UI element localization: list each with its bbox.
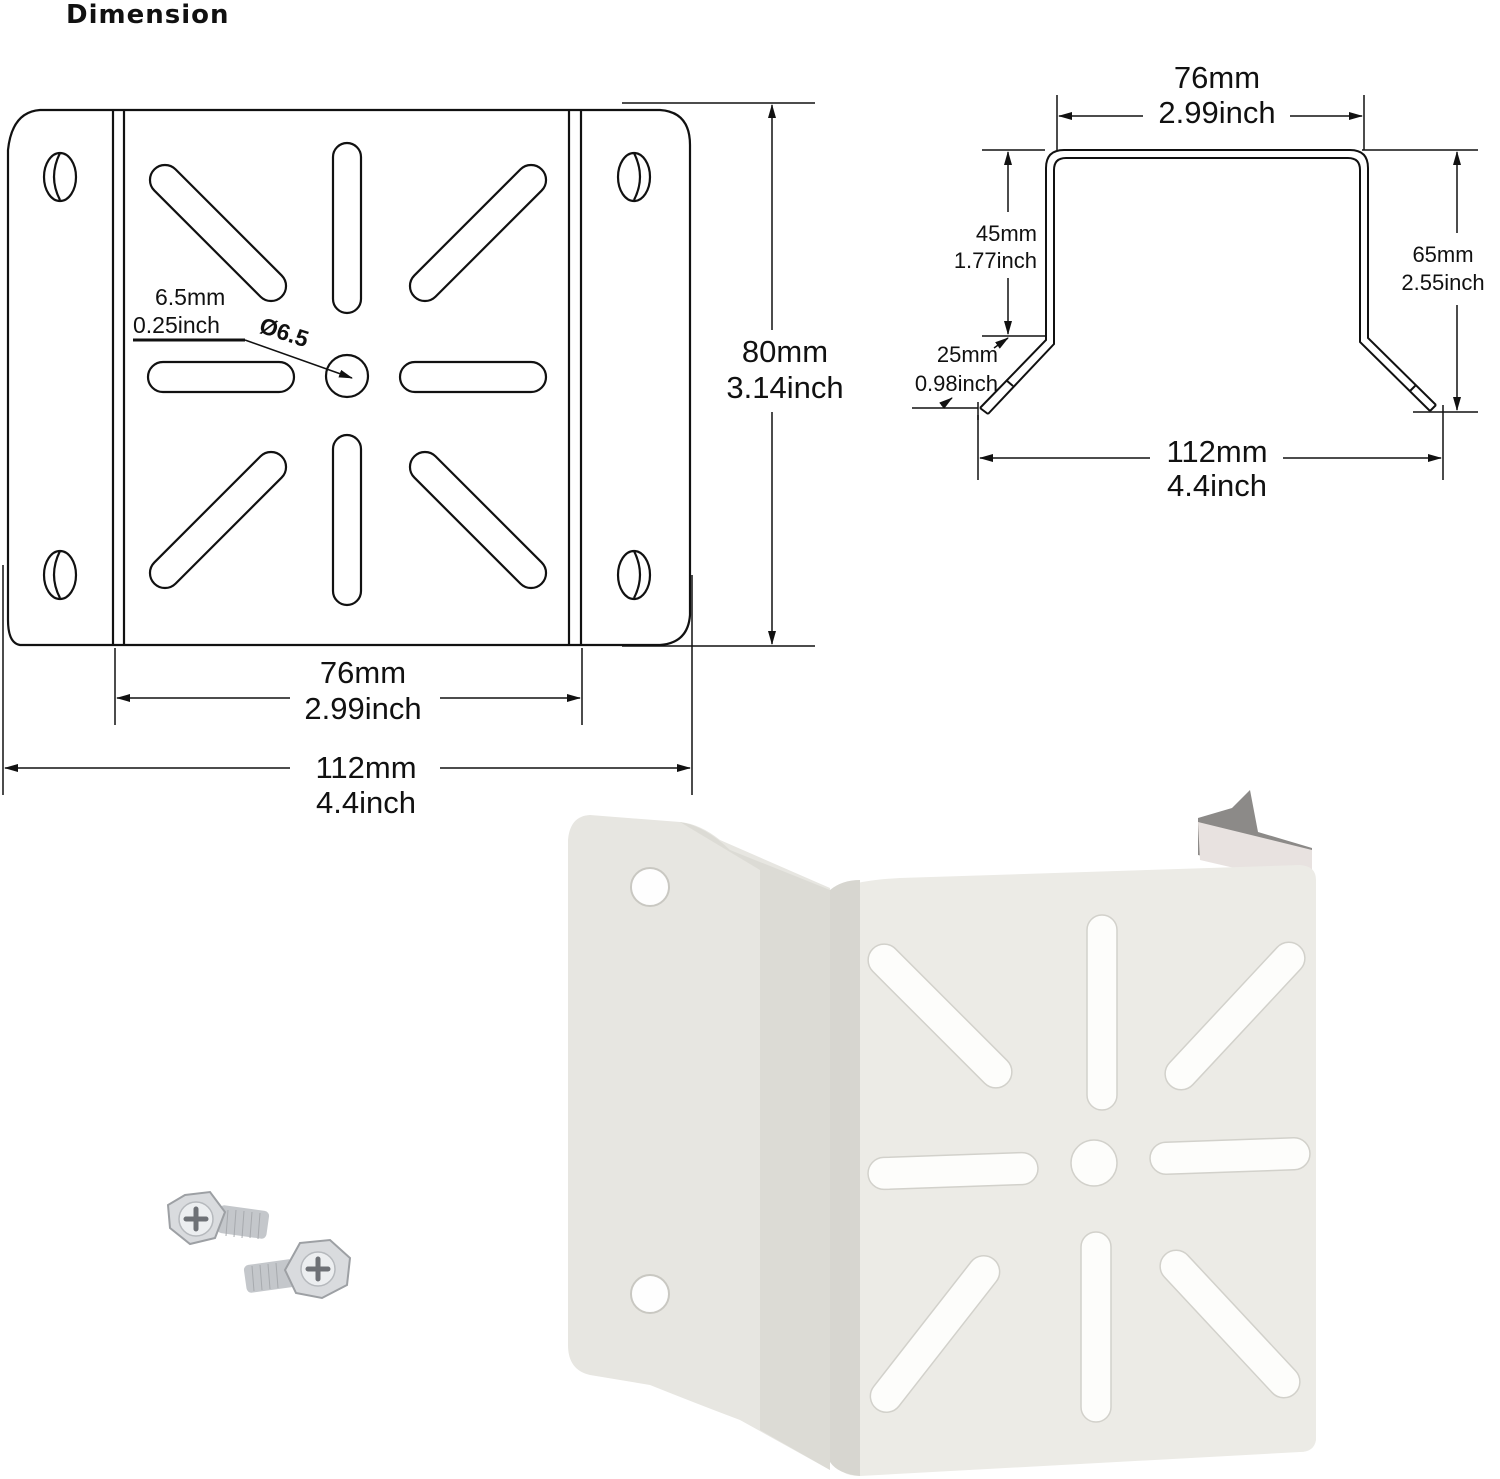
svg-text:Ø6.5: Ø6.5	[256, 312, 312, 352]
side-top-width-inch: 2.99inch	[1158, 95, 1275, 130]
side-total-height-mm: 65mm	[1412, 242, 1473, 267]
front-height-inch: 3.14inch	[726, 370, 843, 405]
screws-photo	[166, 1190, 352, 1300]
side-flange-dimension	[912, 337, 1009, 420]
front-inner-width-mm: 76mm	[320, 655, 406, 690]
screw-2	[243, 1238, 352, 1300]
screw-1	[166, 1190, 270, 1246]
svg-text:0.25inch: 0.25inch	[133, 312, 220, 338]
side-inner-height-dimension	[982, 149, 1046, 337]
side-inner-height-mm: 45mm	[976, 221, 1037, 246]
side-bottom-width-dimension	[977, 405, 1444, 480]
bracket-photo	[568, 790, 1316, 1476]
front-inner-width-dimension	[114, 648, 583, 725]
side-top-width-mm: 76mm	[1174, 60, 1260, 95]
side-total-height-dimension	[1362, 149, 1478, 413]
front-outer-width-dimension	[2, 565, 693, 795]
hole-annotation: 6.5mm 0.25inch Ø6.5	[133, 284, 353, 379]
side-view-profile	[979, 149, 1437, 415]
front-height-mm: 80mm	[742, 334, 828, 369]
front-outer-width-inch: 4.4inch	[316, 785, 416, 820]
side-flange-mm: 25mm	[937, 342, 998, 367]
side-bottom-width-inch: 4.4inch	[1167, 468, 1267, 503]
page-title: Dimension	[66, 0, 230, 30]
center-hole	[324, 353, 370, 399]
front-slots	[146, 141, 548, 607]
front-height-dimension	[622, 102, 815, 647]
front-view-plate	[6, 108, 692, 647]
side-total-height-inch: 2.55inch	[1401, 270, 1484, 295]
svg-text:6.5mm: 6.5mm	[155, 284, 225, 310]
side-inner-height-inch: 1.77inch	[954, 248, 1037, 273]
side-top-width-dimension	[1056, 95, 1365, 150]
front-outer-width-mm: 112mm	[315, 750, 416, 785]
front-inner-width-inch: 2.99inch	[304, 691, 421, 726]
side-bottom-width-mm: 112mm	[1166, 434, 1267, 469]
side-flange-inch: 0.98inch	[915, 371, 998, 396]
